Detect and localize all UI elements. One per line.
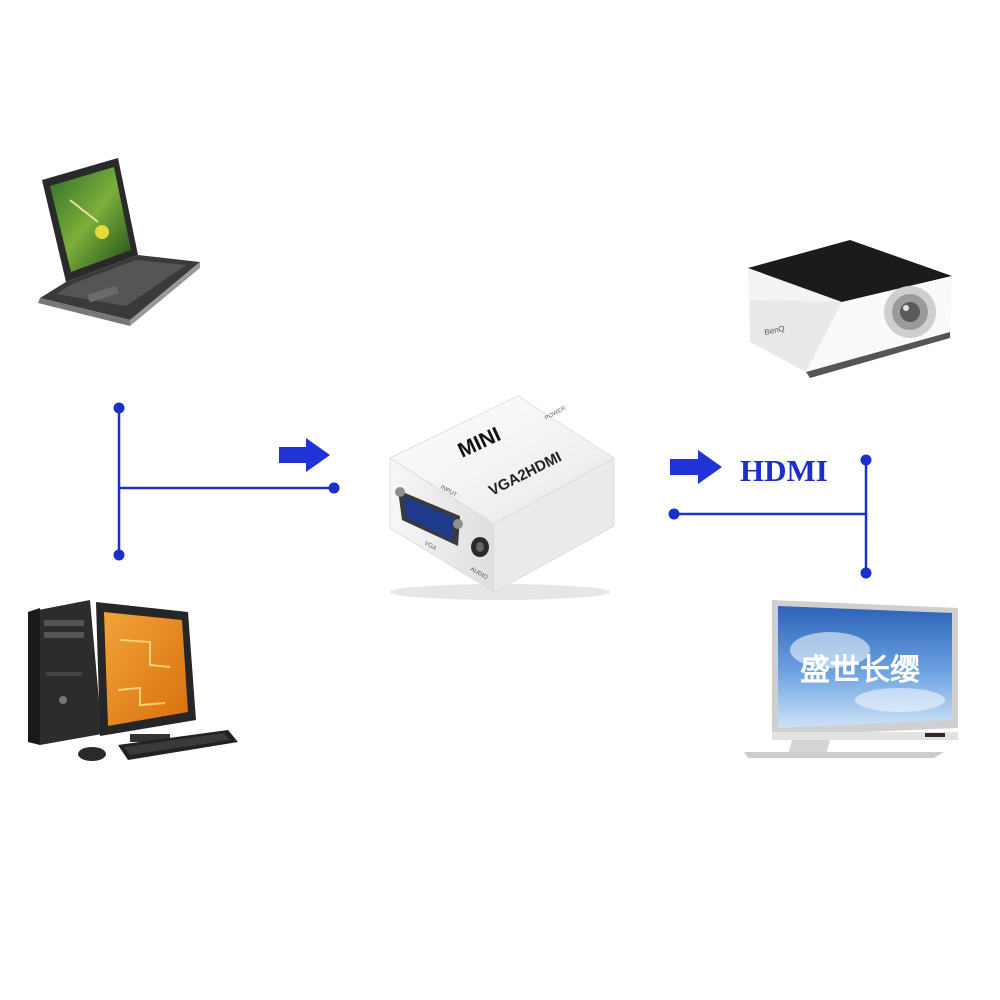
converter-vga-label: VGA xyxy=(423,541,437,553)
laptop-icon xyxy=(38,158,200,326)
output-arrow-icon xyxy=(670,450,722,484)
projector-brand-label: BenQ xyxy=(764,324,786,337)
converter-top-label: POWER xyxy=(544,406,567,422)
output-connector-lines xyxy=(668,454,872,579)
hdmi-output-label: HDMI xyxy=(740,453,828,488)
input-connector-lines xyxy=(113,402,340,561)
audio-jack xyxy=(471,537,489,557)
projector-icon: BenQ xyxy=(748,240,952,378)
vga-to-hdmi-converter-icon: MINI VGA2HDMI POWER INPUT VGA AUDIO xyxy=(388,395,615,600)
input-arrow-icon xyxy=(279,438,330,472)
tv-screen-text: 盛世长缨 xyxy=(800,653,920,688)
vga-port xyxy=(395,487,463,546)
desktop-computer-icon xyxy=(28,600,238,761)
flat-panel-tv-icon: 盛世长缨 xyxy=(744,600,958,758)
